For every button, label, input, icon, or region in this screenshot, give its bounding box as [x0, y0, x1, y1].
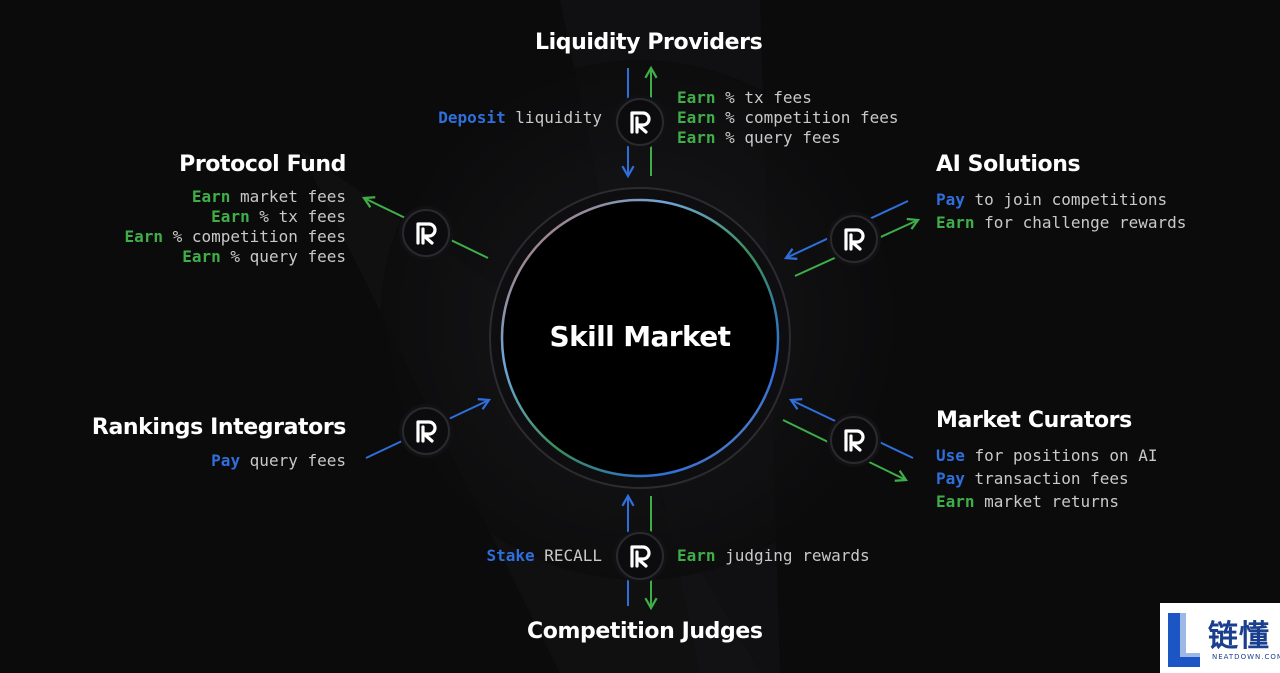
- verb: Earn: [182, 247, 221, 266]
- ai-solutions-lines: Pay to join competitions Earn for challeng…: [936, 188, 1186, 234]
- line-text: query fees: [249, 451, 346, 470]
- market-curators-lines: Use for positions on AI Pay transaction fe…: [936, 444, 1158, 513]
- watermark-text: 链懂: [1208, 619, 1270, 654]
- line-text: for challenge rewards: [984, 213, 1187, 232]
- verb: Earn: [191, 187, 231, 206]
- verb: Earn: [936, 492, 975, 511]
- competition-judges-right-lines: Earn judging rewards: [677, 546, 870, 566]
- rankings-integrators-title: Rankings Integrators: [91, 415, 346, 440]
- competition-judges-left-lines: Stake RECALL: [486, 546, 602, 566]
- ai-solutions-line: Pay to join competitions: [936, 188, 1186, 211]
- skill-market-hub: [489, 187, 791, 489]
- verb: Earn: [677, 128, 716, 147]
- neatdown-logo-icon: [1168, 613, 1200, 667]
- rankings-integrators-lines: Pay query fees: [211, 451, 346, 471]
- verb: Deposit: [438, 108, 506, 127]
- line-text: liquidity: [515, 108, 602, 127]
- rankings-line: Pay query fees: [211, 451, 346, 471]
- recall-logo-icon: [616, 532, 664, 580]
- liquidity-providers-right-lines: Earn % tx fees Earn % competition fees Ear…: [677, 88, 899, 148]
- liquidity-line: Earn % tx fees: [677, 88, 899, 108]
- market-curators-title: Market Curators: [936, 408, 1132, 433]
- line-text: transaction fees: [974, 469, 1129, 488]
- line-text: for positions on AI: [974, 446, 1158, 465]
- competition-judges-title: Competition Judges: [527, 619, 763, 644]
- market-curators-line: Use for positions on AI: [936, 444, 1158, 467]
- ai-solutions-title: AI Solutions: [936, 152, 1081, 177]
- verb: Pay: [936, 469, 965, 488]
- line-text: judging rewards: [725, 546, 870, 565]
- judges-line: Stake RECALL: [486, 546, 602, 566]
- line-text: % competition fees: [725, 108, 899, 127]
- protocol-fund-title: Protocol Fund: [179, 152, 346, 177]
- skill-market-title: Skill Market: [549, 320, 732, 353]
- liquidity-line: Earn % competition fees: [677, 108, 899, 128]
- protocol-fund-line: Earn % query fees: [124, 247, 346, 267]
- recall-logo-icon: [830, 215, 878, 263]
- line-text: % competition fees: [172, 227, 346, 246]
- protocol-fund-line: Earn % competition fees: [124, 227, 346, 247]
- verb: Stake: [486, 546, 535, 565]
- verb: Use: [936, 446, 965, 465]
- neatdown-watermark: 链懂 NEATDOWN.COM: [1160, 603, 1280, 673]
- verb: Earn: [124, 227, 164, 246]
- verb: Pay: [211, 451, 241, 470]
- line-text: % query fees: [230, 247, 346, 266]
- judges-line: Earn judging rewards: [677, 546, 870, 566]
- liquidity-line: Deposit liquidity: [438, 108, 602, 128]
- verb: Earn: [677, 108, 716, 127]
- verb: Pay: [936, 190, 965, 209]
- line-text: market returns: [984, 492, 1119, 511]
- liquidity-providers-left-lines: Deposit liquidity: [438, 108, 602, 128]
- verb: Earn: [211, 207, 250, 226]
- line-text: market fees: [240, 187, 346, 206]
- line-text: % query fees: [725, 128, 841, 147]
- protocol-fund-line: Earn % tx fees: [124, 207, 346, 227]
- recall-logo-icon: [616, 98, 664, 146]
- verb: Earn: [677, 546, 716, 565]
- recall-logo-icon: [830, 416, 878, 464]
- protocol-fund-line: Earn market fees: [124, 187, 346, 207]
- liquidity-line: Earn % query fees: [677, 128, 899, 148]
- line-text: % tx fees: [725, 88, 812, 107]
- recall-logo-icon: [402, 407, 450, 455]
- line-text: to join competitions: [974, 190, 1168, 209]
- watermark-subtext: NEATDOWN.COM: [1212, 653, 1280, 661]
- verb: Earn: [936, 213, 975, 232]
- market-curators-line: Pay transaction fees: [936, 467, 1158, 490]
- line-text: RECALL: [544, 546, 602, 565]
- liquidity-providers-title: Liquidity Providers: [535, 30, 763, 55]
- ai-solutions-line: Earn for challenge rewards: [936, 211, 1186, 234]
- line-text: % tx fees: [259, 207, 346, 226]
- verb: Earn: [677, 88, 716, 107]
- recall-logo-icon: [402, 209, 450, 257]
- market-curators-line: Earn market returns: [936, 490, 1158, 513]
